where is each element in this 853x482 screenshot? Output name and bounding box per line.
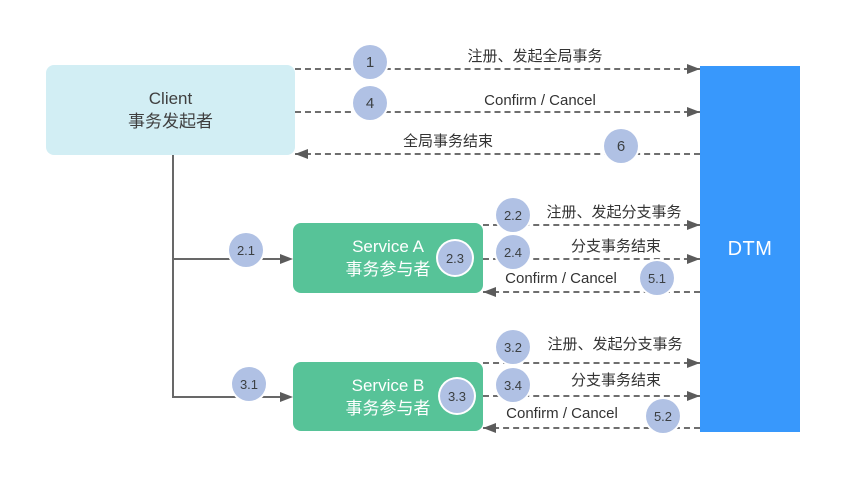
step-badge-5-2: 5.2 (646, 399, 680, 433)
dtm-title: DTM (727, 237, 773, 260)
client-branch-line (172, 155, 174, 398)
arrow-right-icon (280, 254, 293, 264)
client-subtitle: 事务发起者 (128, 112, 213, 131)
service-a-end-connector (483, 258, 700, 260)
arrow-right-icon (687, 64, 700, 74)
dtm-node: DTM (700, 66, 800, 432)
arrow-right-icon (687, 220, 700, 230)
service-b-confirm-connector (483, 427, 700, 429)
service-a-title: Service A (352, 237, 424, 256)
service-b-title: Service B (351, 375, 425, 395)
service-a-end-label: 分支事务结束 (570, 238, 662, 255)
global-register-connector (295, 68, 700, 70)
global-end-label: 全局事务结束 (402, 133, 494, 150)
step-badge-6: 6 (604, 129, 638, 163)
arrow-right-icon (687, 391, 700, 401)
step-badge-3-4: 3.4 (496, 368, 530, 402)
service-a-confirm-connector (483, 291, 700, 293)
global-register-label: 注册、发起全局事务 (467, 48, 603, 65)
service-a-subtitle: 事务参与者 (345, 260, 431, 279)
arrow-left-icon (295, 149, 308, 159)
step-badge-4: 4 (353, 86, 387, 120)
arrow-right-icon (687, 358, 700, 368)
service-a-register-label: 注册、发起分支事务 (546, 204, 682, 221)
global-confirm-connector (295, 111, 700, 113)
arrow-right-icon (687, 107, 700, 117)
arrow-right-icon (687, 254, 700, 264)
client-node: Client 事务发起者 (46, 65, 295, 155)
step-badge-3-3: 3.3 (440, 379, 474, 413)
step-badge-3-2: 3.2 (496, 330, 530, 364)
global-end-connector (295, 153, 700, 155)
service-b-end-label: 分支事务结束 (570, 372, 662, 389)
arrow-right-icon (280, 392, 293, 402)
service-b-register-connector (483, 362, 700, 364)
step-badge-2-2: 2.2 (496, 198, 530, 232)
step-badge-1: 1 (353, 45, 387, 79)
step-badge-2-3: 2.3 (438, 241, 472, 275)
step-badge-2-1: 2.1 (229, 233, 263, 267)
service-b-end-connector (483, 395, 700, 397)
client-to-service-a-line (172, 258, 282, 260)
global-confirm-label: Confirm / Cancel (484, 92, 596, 109)
step-badge-2-4: 2.4 (496, 235, 530, 269)
arrow-left-icon (483, 287, 496, 297)
service-b-confirm-label: Confirm / Cancel (506, 405, 618, 422)
service-b-register-label: 注册、发起分支事务 (547, 336, 683, 353)
service-b-subtitle: 事务参与者 (345, 398, 431, 418)
step-badge-5-1: 5.1 (640, 261, 674, 295)
arrow-left-icon (483, 423, 496, 433)
service-a-confirm-label: Confirm / Cancel (505, 270, 617, 287)
step-badge-3-1: 3.1 (232, 367, 266, 401)
service-a-register-connector (483, 224, 700, 226)
client-to-service-b-line (172, 396, 282, 398)
client-title: Client (148, 89, 193, 108)
